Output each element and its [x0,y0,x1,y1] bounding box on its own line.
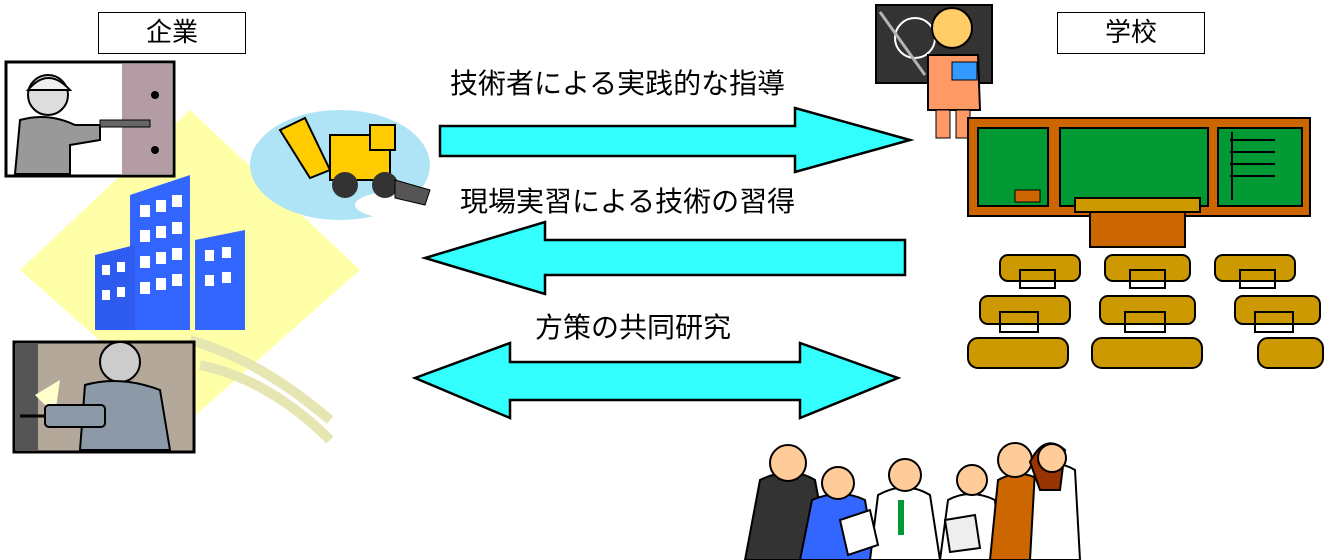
company-label: 企業 [98,12,246,54]
classroom-icon [967,117,1324,369]
guidance-arrow [438,106,915,174]
meeting-group-icon [743,442,1082,560]
excavator-icon [250,110,445,220]
training-arrow [420,220,907,296]
worker-wrench-icon [4,60,176,178]
research-caption: 方策の共同研究 [535,311,732,344]
office-building-icon [95,175,245,330]
guidance-caption: 技術者による実践的な指導 [450,67,786,100]
training-caption: 現場実習による技術の習得 [460,185,796,218]
teacher-icon [875,4,993,139]
research-arrow [411,341,902,420]
school-label: 学校 [1057,12,1205,54]
worker-drill-icon [12,340,196,454]
